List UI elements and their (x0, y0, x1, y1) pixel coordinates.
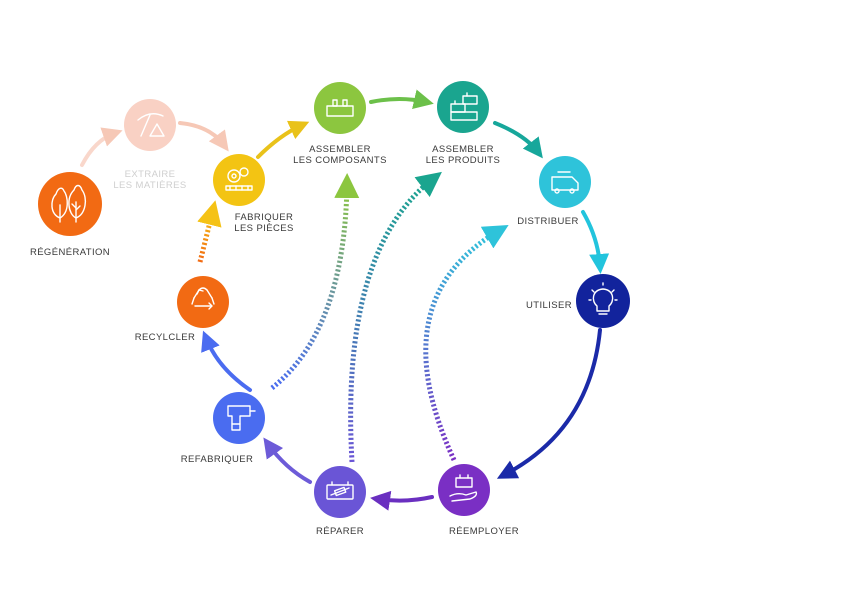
reparer-label: RÉPARER (316, 526, 364, 537)
extraire-label-line2: LES MATIÈRES (113, 180, 186, 191)
arrow-fabriquer-to-composants (256, 120, 310, 159)
feedback-arrows (197, 171, 509, 463)
extraire-circle (124, 99, 176, 151)
battery-icon (326, 481, 354, 500)
node-assembler-composants: ASSEMBLER LES COMPOSANTS (293, 82, 387, 166)
utiliser-label: UTILISER (526, 300, 572, 311)
dashed-arrow-reemployer-to-distribuer (423, 224, 509, 462)
arrow-reemployer-to-reparer (370, 490, 434, 511)
recycle-icon (191, 287, 215, 310)
reemployer-label: RÉEMPLOYER (449, 526, 519, 537)
arrow-extraire-to-fabriquer (178, 121, 229, 152)
distribuer-circle (539, 156, 591, 208)
node-extraire: EXTRAIRE LES MATIÈRES (113, 99, 186, 191)
bricks-icon (450, 92, 478, 121)
arrow-produits-to-distribuer (493, 121, 543, 159)
cycle-arrows (80, 89, 610, 511)
node-recycler: RECYLCLER (135, 276, 229, 343)
refabriquer-circle (213, 392, 265, 444)
arrow-regeneration-to-extraire (80, 127, 123, 167)
arrow-composants-to-produits (369, 89, 434, 110)
assembler-composants-label-line2: LES COMPOSANTS (293, 155, 387, 166)
extraire-label-line1: EXTRAIRE (125, 169, 176, 180)
fabriquer-label-line2: LES PIÈCES (234, 223, 293, 234)
dashed-arrow-refabriquer-to-composants (270, 173, 360, 390)
arrow-distribuer-to-utiliser (581, 210, 610, 274)
hand-brick-icon (449, 474, 478, 502)
reemployer-circle (438, 464, 490, 516)
gears-icon (225, 167, 253, 191)
arrow-refabriquer-to-recycler (201, 330, 252, 392)
utiliser-circle (576, 274, 630, 328)
assembler-produits-label-line2: LES PRODUITS (426, 155, 500, 166)
dashed-arrow-recycler-to-fabriquer (197, 200, 222, 263)
drill-icon (227, 405, 256, 431)
recycler-label: RECYLCLER (135, 332, 196, 343)
refabriquer-label: REFABRIQUER (181, 454, 254, 465)
node-reemployer: RÉEMPLOYER (438, 464, 519, 537)
arrow-reparer-to-refabriquer (263, 437, 312, 484)
assembler-produits-circle (437, 81, 489, 133)
dashed-arrow-reparer-to-produits (348, 171, 442, 463)
component-icon (326, 99, 354, 117)
node-distribuer: DISTRIBUER (517, 156, 591, 227)
regeneration-label: RÉGÉNÉRATION (30, 247, 110, 258)
assembler-composants-circle (314, 82, 366, 134)
node-fabriquer: FABRIQUER LES PIÈCES (213, 154, 294, 234)
assembler-produits-label-line1: ASSEMBLER (432, 144, 494, 155)
pickaxe-icon (137, 113, 165, 137)
node-utiliser: UTILISER (526, 274, 630, 328)
regeneration-circle (38, 172, 102, 236)
arrow-utiliser-to-reemployer (496, 328, 602, 479)
truck-icon (551, 171, 579, 194)
node-reparer: RÉPARER (314, 466, 366, 537)
recycler-circle (177, 276, 229, 328)
assembler-composants-label-line1: ASSEMBLER (309, 144, 371, 155)
lightbulb-icon (588, 282, 618, 315)
node-refabriquer: REFABRIQUER (181, 392, 265, 465)
node-assembler-produits: ASSEMBLER LES PRODUITS (426, 81, 500, 166)
distribuer-label: DISTRIBUER (517, 216, 579, 227)
fabriquer-label-line1: FABRIQUER (235, 212, 294, 223)
node-regeneration: RÉGÉNÉRATION (30, 172, 110, 258)
trees-icon (51, 184, 87, 223)
